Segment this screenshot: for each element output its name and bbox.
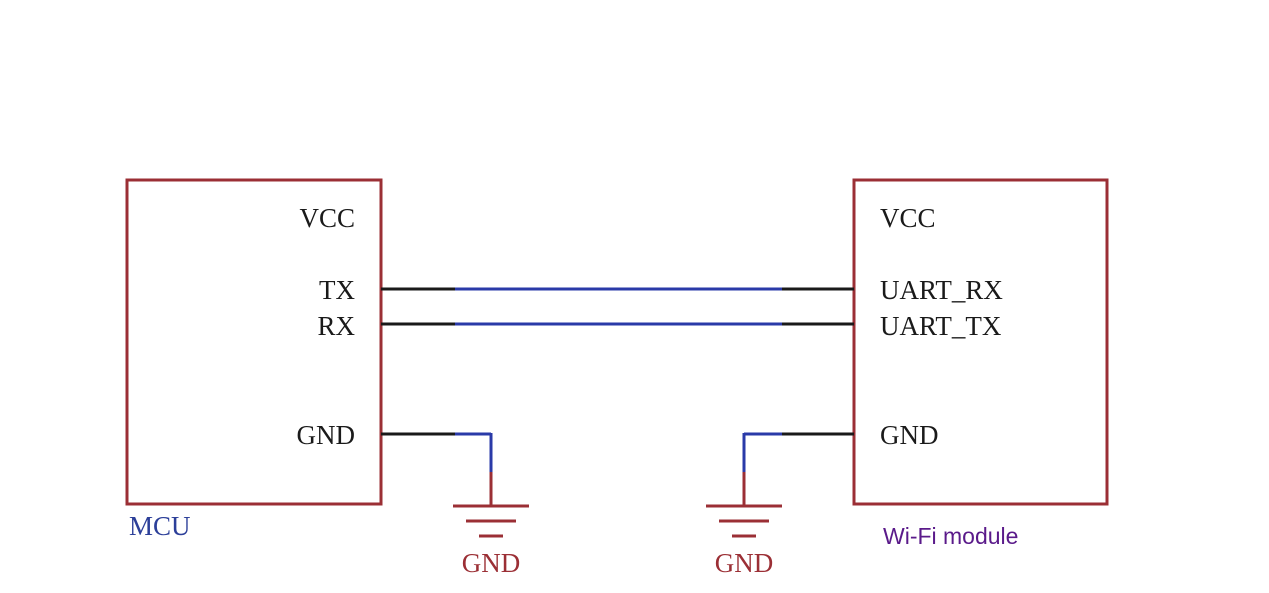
wire-module-gnd <box>742 432 854 506</box>
left-gnd-label: GND <box>462 548 521 578</box>
ground-symbol-icon <box>453 504 529 538</box>
module-pin-uart-tx-label: UART_TX <box>880 311 1002 341</box>
module-pin-vcc-label: VCC <box>880 203 936 233</box>
wifi-module-block <box>852 178 1109 506</box>
mcu-pin-tx-label: TX <box>319 275 355 305</box>
mcu-pin-gnd-label: GND <box>297 420 356 450</box>
ground-symbol-icon <box>706 504 782 538</box>
module-pin-uart-rx-label: UART_RX <box>880 275 1003 305</box>
mcu-pin-rx-label: RX <box>317 311 355 341</box>
right-gnd-label: GND <box>715 548 774 578</box>
wifi-module-name-label: Wi-Fi module <box>883 523 1018 549</box>
module-pin-gnd-label: GND <box>880 420 939 450</box>
mcu-name-label: MCU <box>129 511 191 541</box>
wire-mcu-gnd <box>381 432 493 506</box>
mcu-block <box>125 178 383 506</box>
mcu-pin-vcc-label: VCC <box>299 203 355 233</box>
